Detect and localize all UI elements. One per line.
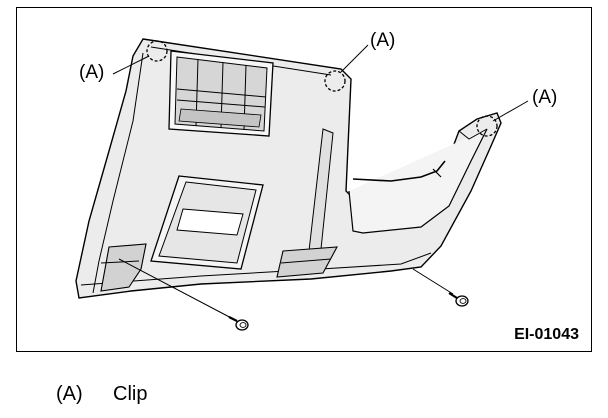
storage-pocket <box>150 175 264 270</box>
screw-right <box>448 292 469 307</box>
callout-label-top: (A) <box>370 30 396 51</box>
clip-marker-right <box>476 115 498 137</box>
legend-description: Clip <box>113 383 148 405</box>
callout-label-right: (A) <box>532 87 558 108</box>
clip-marker-left <box>146 40 168 62</box>
air-vent <box>168 50 274 137</box>
legend-key: (A) <box>56 383 83 405</box>
callout-label-left: (A) <box>79 62 105 83</box>
legend-row: (A) Clip <box>56 384 147 404</box>
clip-marker-top <box>324 70 346 92</box>
figure-frame: (A) (A) (A) EI-01043 <box>16 7 592 352</box>
figure-code: EI-01043 <box>514 326 579 343</box>
screw-left <box>228 316 249 331</box>
lower-panel-illustration <box>75 38 529 331</box>
screw-boss-right <box>276 246 338 278</box>
screw-boss-left <box>100 243 147 292</box>
